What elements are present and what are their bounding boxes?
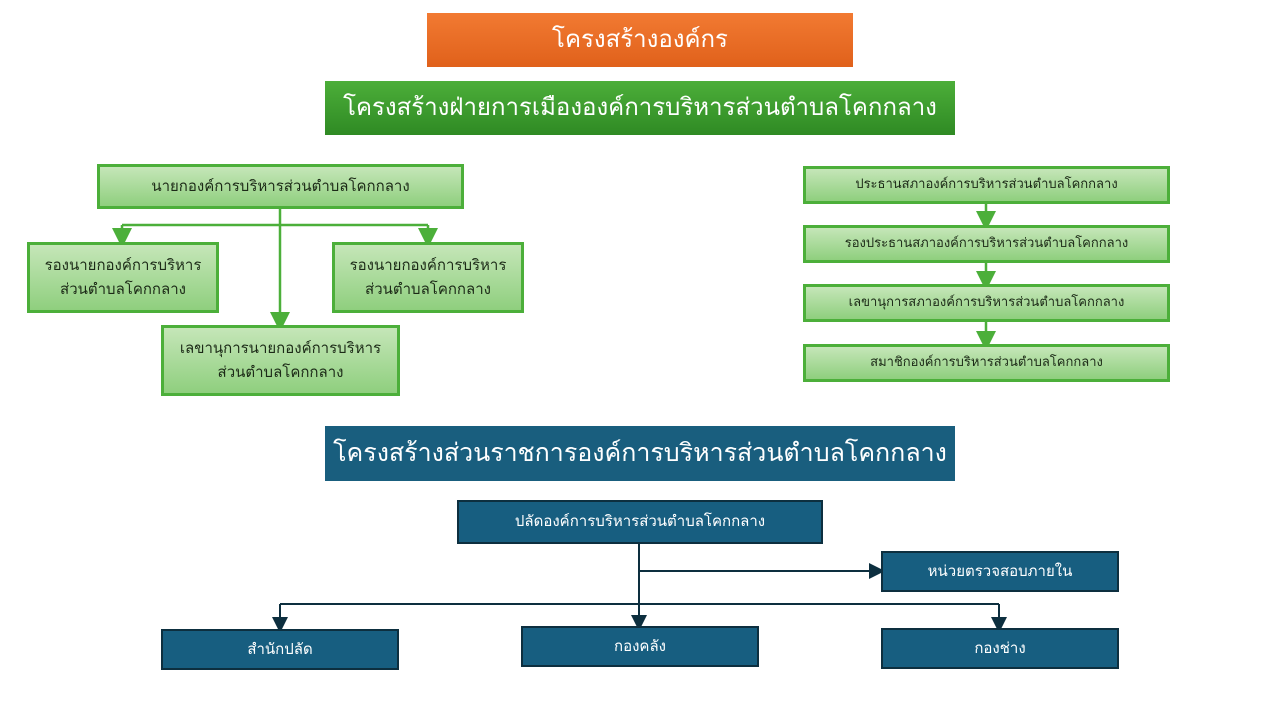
deputy-left-line2: ส่วนตำบลโคกกลาง — [60, 279, 186, 298]
main-title: โครงสร้างองค์กร — [427, 13, 853, 67]
council-president-box: ประธานสภาองค์การบริหารส่วนตำบลโคกกลาง — [803, 166, 1170, 204]
council-member-box: สมาชิกองค์การบริหารส่วนตำบลโคกกลาง — [803, 344, 1170, 382]
deputy-mayor-right-box: รองนายกองค์การบริหาร ส่วนตำบลโคกกลาง — [332, 242, 524, 313]
engineering-division-box: กองช่าง — [881, 628, 1119, 669]
deputy-mayor-left-box: รองนายกองค์การบริหาร ส่วนตำบลโคกกลาง — [27, 242, 219, 313]
deputy-right-line2: ส่วนตำบลโคกกลาง — [365, 279, 491, 298]
secretary-line2: ส่วนตำบลโคกกลาง — [217, 362, 344, 381]
internal-audit-label: หน่วยตรวจสอบภายใน — [927, 561, 1073, 580]
council-vice-president-label: รองประธานสภาองค์การบริหารส่วนตำบลโคกกลาง — [844, 235, 1129, 251]
finance-division-label: กองคลัง — [614, 636, 666, 655]
mayor-box: นายกองค์การบริหารส่วนตำบลโคกกลาง — [97, 164, 464, 209]
council-president-label: ประธานสภาองค์การบริหารส่วนตำบลโคกกลาง — [855, 176, 1118, 192]
chief-administrator-label: ปลัดองค์การบริหารส่วนตำบลโคกกลาง — [514, 512, 766, 531]
administrative-structure-title: โครงสร้างส่วนราชการองค์การบริหารส่วนตำบล… — [325, 426, 955, 481]
internal-audit-box: หน่วยตรวจสอบภายใน — [881, 551, 1119, 592]
deputy-right-line1: รองนายกองค์การบริหาร — [349, 256, 507, 275]
council-vice-president-box: รองประธานสภาองค์การบริหารส่วนตำบลโคกกลาง — [803, 225, 1170, 263]
chief-administrator-box: ปลัดองค์การบริหารส่วนตำบลโคกกลาง — [457, 500, 823, 544]
engineering-division-label: กองช่าง — [974, 638, 1026, 657]
mayor-label: นายกองค์การบริหารส่วนตำบลโคกกลาง — [151, 176, 410, 195]
deputy-left-line1: รองนายกองค์การบริหาร — [44, 256, 202, 275]
finance-division-box: กองคลัง — [521, 626, 759, 667]
secretary-line1: เลขานุการนายกองค์การบริหาร — [179, 339, 382, 358]
council-secretary-box: เลขานุการสภาองค์การบริหารส่วนตำบลโคกกลาง — [803, 284, 1170, 322]
office-of-chief-box: สำนักปลัด — [161, 629, 399, 670]
council-secretary-label: เลขานุการสภาองค์การบริหารส่วนตำบลโคกกลาง — [848, 294, 1125, 310]
office-of-chief-label: สำนักปลัด — [247, 639, 313, 658]
political-structure-title: โครงสร้างฝ่ายการเมืององค์การบริหารส่วนตำ… — [325, 81, 955, 135]
council-member-label: สมาชิกองค์การบริหารส่วนตำบลโคกกลาง — [870, 354, 1103, 370]
mayor-secretary-box: เลขานุการนายกองค์การบริหาร ส่วนตำบลโคกกล… — [161, 325, 400, 396]
